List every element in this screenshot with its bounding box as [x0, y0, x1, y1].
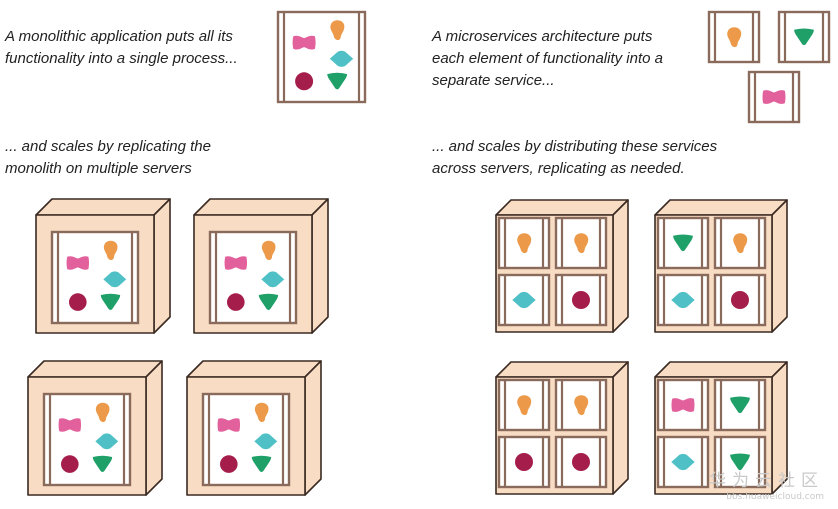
microservice-process-replica: [713, 273, 767, 327]
microservice-process-replica: [497, 216, 551, 270]
microservice-process-replica: [656, 273, 710, 327]
server-top-face: [27, 360, 163, 378]
microservice-process-replica: [656, 435, 710, 489]
microservice-process-replica: [554, 216, 608, 270]
monolith-process-replica: [208, 230, 298, 325]
crimson-circle-icon: [515, 453, 533, 471]
process-frame: [554, 435, 608, 489]
server-top-face: [654, 199, 788, 216]
process-frame: [497, 378, 551, 432]
crimson-circle-icon: [61, 455, 79, 473]
server-top-face: [35, 198, 171, 216]
microservices-intro-caption: A microservices architecture puts each e…: [432, 28, 663, 89]
crimson-circle-icon: [731, 291, 749, 309]
monolith-server: [193, 198, 329, 334]
process-frame: [208, 230, 298, 325]
crimson-circle-icon: [69, 293, 87, 311]
monolith-server: [27, 360, 163, 496]
microservice-process-replica: [713, 435, 767, 489]
monolith-process-replica: [201, 392, 291, 487]
watermark-brand: 华为云社区: [709, 471, 824, 491]
crimson-circle-icon: [220, 455, 238, 473]
microservices-server: [654, 361, 788, 495]
microservice-process-replica: [497, 378, 551, 432]
monolith-intro-caption: A monolithic application puts all its fu…: [5, 28, 238, 67]
server-top-face: [495, 361, 629, 378]
crimson-circle-icon: [572, 291, 590, 309]
server-side-face: [612, 199, 629, 333]
microservice-process: [707, 10, 761, 64]
monolith-server: [186, 360, 322, 496]
monolith-server: [35, 198, 171, 334]
microservice-process-replica: [497, 435, 551, 489]
microservices-server: [654, 199, 788, 333]
microservices-server: [495, 361, 629, 495]
server-side-face: [311, 198, 329, 334]
process-frame: [656, 378, 710, 432]
crimson-circle-icon: [227, 293, 245, 311]
watermark-url: bbs.huaweicloud.com: [726, 492, 824, 502]
microservice-process-replica: [554, 273, 608, 327]
watermark: 华为云社区 bbs.huaweicloud.com: [709, 466, 824, 502]
microservice-process-replica: [497, 273, 551, 327]
microservice-process-replica: [554, 378, 608, 432]
monolith-process-replica: [42, 392, 132, 487]
server-side-face: [771, 199, 788, 333]
microservice-process: [747, 70, 801, 124]
microservices-server: [495, 199, 629, 333]
process-frame: [201, 392, 291, 487]
process-frame: [50, 230, 140, 325]
microservice-process-replica: [656, 378, 710, 432]
process-frame: [42, 392, 132, 487]
crimson-circle-icon: [295, 72, 314, 91]
microservices-scaling-caption: ... and scales by distributing these ser…: [432, 138, 718, 177]
monolith-scaling-caption: ... and scales by replicating the monoli…: [5, 138, 211, 177]
crimson-circle-icon: [572, 453, 590, 471]
monolith-process: [276, 10, 367, 104]
process-frame: [276, 10, 367, 104]
microservice-process: [777, 10, 831, 64]
server-side-face: [304, 360, 322, 496]
server-top-face: [495, 199, 629, 216]
server-top-face: [186, 360, 322, 378]
microservice-process-replica: [656, 216, 710, 270]
microservice-process-replica: [713, 378, 767, 432]
server-side-face: [153, 198, 171, 334]
server-top-face: [193, 198, 329, 216]
server-side-face: [612, 361, 629, 495]
microservice-process-replica: [554, 435, 608, 489]
microservice-process-replica: [713, 216, 767, 270]
server-side-face: [145, 360, 163, 496]
server-top-face: [654, 361, 788, 378]
monolith-process-replica: [50, 230, 140, 325]
